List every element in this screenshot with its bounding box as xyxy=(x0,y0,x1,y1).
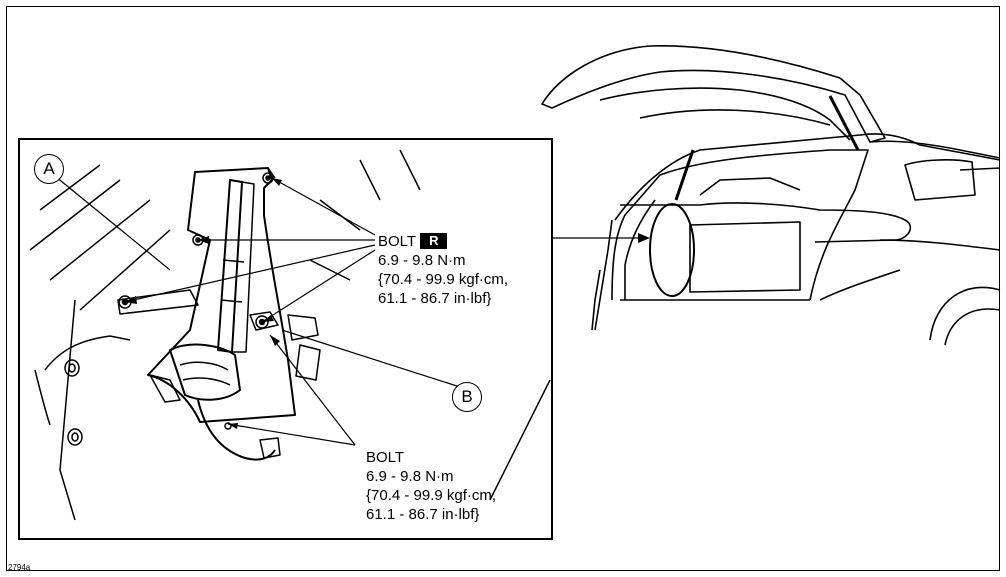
bolt-upper-torque-nm: 6.9 - 9.8 N·m xyxy=(378,252,466,269)
bolt-upper-torque-inlbf: 61.1 - 86.7 in·lbf} xyxy=(378,290,492,307)
bolt-lower-torque-kgf: {70.4 - 99.9 kgf·cm, xyxy=(366,487,497,504)
bolt-lower-torque-inlbf: 61.1 - 86.7 in·lbf} xyxy=(366,506,480,523)
bolt-upper-label: BOLT xyxy=(378,233,417,250)
figure-id: 2794a xyxy=(8,563,31,572)
bolt-upper-torque-kgf: {70.4 - 99.9 kgf·cm, xyxy=(378,271,509,288)
bolt-lower-label: BOLT xyxy=(366,449,405,466)
callout-a: A xyxy=(34,154,64,184)
liftgate-strut-detail xyxy=(29,149,551,521)
callout-b: B xyxy=(452,382,482,412)
bolt-lower-spec: BOLT 6.9 - 9.8 N·m {70.4 - 99.9 kgf·cm, … xyxy=(366,448,496,524)
replace-badge: R xyxy=(420,233,448,249)
bolt-lower-torque-nm: 6.9 - 9.8 N·m xyxy=(366,468,454,485)
figure-frame xyxy=(6,6,1000,571)
